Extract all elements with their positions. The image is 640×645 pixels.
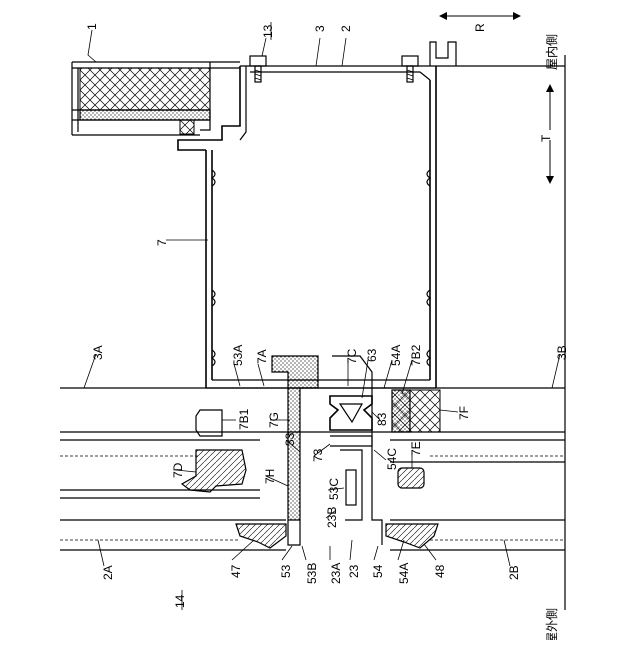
label-7C: 7C [345, 348, 359, 364]
gasket-63 [330, 396, 372, 430]
member-53C [346, 470, 356, 505]
label-54A-bottom: 54A [397, 563, 411, 584]
label-3B: 3B [555, 345, 569, 360]
label-14: 14 [173, 594, 187, 608]
label-23A: 23A [329, 563, 343, 584]
label-indoor: 屋内側 [545, 34, 559, 70]
label-83: 83 [375, 412, 389, 426]
label-53: 53 [279, 564, 293, 578]
label-23: 23 [347, 564, 361, 578]
block-7B2 [392, 390, 410, 432]
label-7G: 7G [267, 412, 281, 428]
label-47: 47 [229, 564, 243, 578]
gasket-83 [330, 436, 372, 446]
label-7E: 7E [409, 441, 423, 456]
fastener-left [250, 56, 266, 82]
label-7: 7 [155, 239, 169, 246]
label-3A: 3A [91, 345, 105, 360]
label-54: 54 [371, 564, 385, 578]
gasket-48 [386, 524, 438, 548]
label-2: 2 [339, 25, 353, 32]
label-7D: 7D [171, 462, 185, 478]
label-53B: 53B [305, 563, 319, 584]
label-23B: 23B [325, 507, 339, 528]
label-T: T [539, 134, 553, 142]
mullion-frame-7 [178, 66, 436, 388]
label-2A: 2A [101, 565, 115, 580]
label-3: 3 [313, 25, 327, 32]
member-53b [288, 520, 300, 545]
fastener-right [402, 56, 418, 82]
setting-block-7E [398, 468, 424, 488]
label-7A: 7A [255, 349, 269, 364]
label-7F: 7F [457, 406, 471, 420]
label-48: 48 [433, 564, 447, 578]
label-63: 63 [365, 348, 379, 362]
label-54C: 54C [385, 448, 399, 470]
label-R: R [473, 23, 487, 32]
label-outdoor: 屋外側 [545, 608, 559, 640]
label-7B2: 7B2 [409, 344, 423, 366]
member-54 [372, 388, 382, 545]
member-73 [340, 450, 362, 520]
label-33: 33 [283, 432, 297, 446]
label-53C: 53C [327, 478, 341, 500]
label-2B: 2B [507, 565, 521, 580]
label-73: 73 [311, 448, 325, 462]
label-1: 1 [85, 23, 99, 30]
gasket-63-core [340, 404, 362, 422]
label-54A-top: 54A [389, 345, 403, 366]
label-7B1: 7B1 [237, 408, 251, 430]
label-13: 13 [261, 24, 275, 38]
label-53A: 53A [231, 345, 245, 366]
top-right-bracket [430, 42, 456, 66]
gasket-47 [236, 524, 286, 548]
wall-panel [72, 62, 240, 135]
label-7H: 7H [263, 469, 277, 484]
